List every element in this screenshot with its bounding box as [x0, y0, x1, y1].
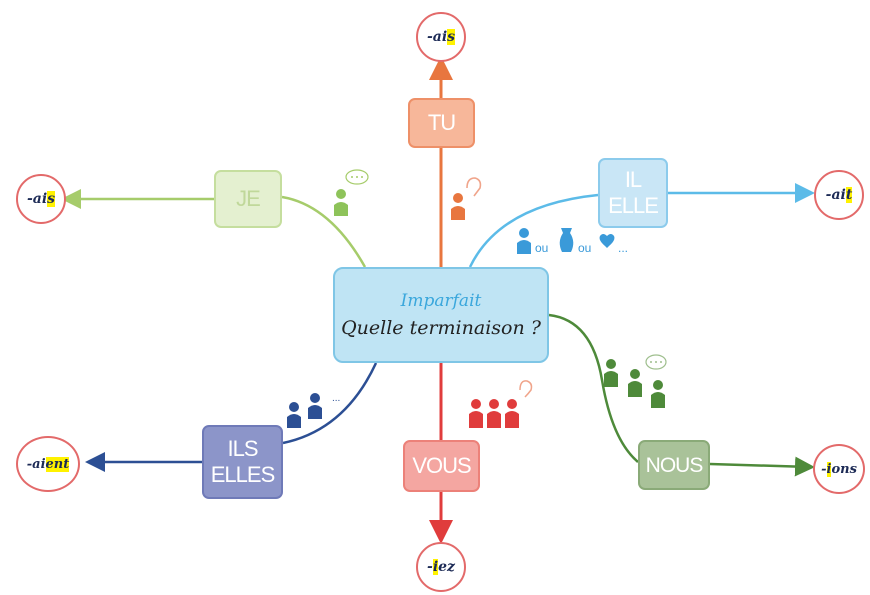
tu-person-icon: [451, 177, 482, 220]
ending-je-prefix: -ai: [26, 191, 48, 207]
ending-tu-highlight: s: [447, 29, 456, 45]
node-il-elle: IL ELLE: [598, 158, 668, 228]
ending-ils-elles-prefix: -ai: [26, 456, 46, 472]
ending-nous-prefix: -: [821, 461, 827, 477]
il-elle-heart-icon: [599, 234, 615, 248]
node-elle-label: ELLE: [608, 193, 659, 218]
node-nous-label: NOUS: [645, 453, 704, 477]
il-elle-ou-1: ou: [535, 241, 549, 255]
vous-persons-icon: [469, 380, 533, 428]
il-elle-ou-2: ou: [578, 241, 592, 255]
connector-il-elle: [468, 193, 599, 268]
je-person-icon: [334, 169, 369, 216]
ending-vous-suffix: ez: [438, 559, 455, 575]
connector-nous: [548, 313, 639, 463]
node-ils-elles: ILS ELLES: [202, 425, 283, 499]
ending-il-elle-highlight: t: [845, 187, 853, 203]
arrow-nous: [709, 456, 815, 477]
node-vous: VOUS: [403, 440, 480, 492]
ending-vous-highlight: i: [432, 559, 439, 575]
node-ils-label: ILS: [227, 436, 258, 461]
ils-elles-persons-icon: [287, 393, 322, 428]
ending-nous-highlight: i: [826, 461, 832, 477]
ending-ils-elles-highlight: ent: [45, 456, 70, 472]
node-je-label: JE: [236, 186, 261, 211]
center-node: Imparfait Quelle terminaison ?: [333, 267, 549, 363]
ending-nous-suffix: ons: [831, 461, 857, 477]
node-vous-label: VOUS: [412, 453, 471, 478]
node-je: JE: [214, 170, 282, 228]
ending-tu-prefix: -ai: [426, 29, 448, 45]
nous-persons-icon: [604, 354, 667, 408]
center-question: Quelle terminaison ?: [341, 317, 541, 339]
il-elle-person-icon: [517, 228, 531, 254]
node-elles-label: ELLES: [210, 462, 275, 487]
center-title: Imparfait: [400, 291, 482, 311]
ils-elles-ellipsis: ...: [332, 393, 341, 404]
ending-vous-prefix: -: [427, 559, 433, 575]
node-tu: TU: [408, 98, 475, 148]
connector-je: [281, 195, 367, 268]
node-il-label: IL: [624, 167, 642, 192]
il-elle-vase-icon: [559, 228, 574, 252]
il-elle-ellipsis: ...: [618, 241, 629, 255]
node-tu-label: TU: [427, 110, 456, 135]
node-nous: NOUS: [638, 440, 710, 490]
connector-ils-elles: [282, 362, 378, 445]
ending-je-highlight: s: [47, 191, 56, 207]
ending-il-elle-prefix: -ai: [825, 187, 846, 203]
